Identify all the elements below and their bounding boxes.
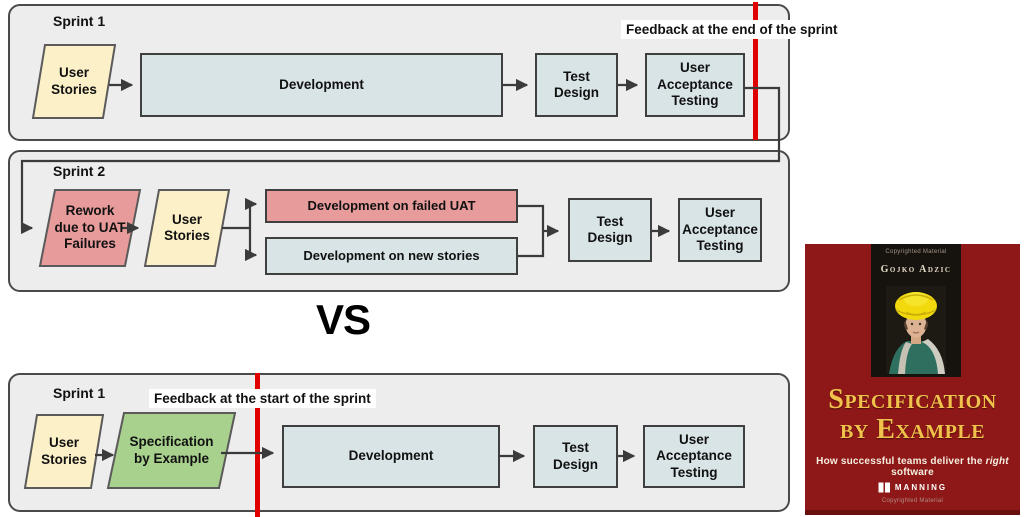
book-subtitle-suffix: software [891,467,934,478]
book-copyright-bottom: Copyrighted Material [881,498,944,504]
p1-test-design-box: Test Design [535,53,618,117]
book-author: Gojko Adzic [880,264,952,275]
p1-uat-box: User Acceptance Testing [645,53,745,117]
p1-development-box: Development [140,53,503,117]
p3-development-box: Development [282,425,500,488]
book-publisher-row: MANNING [805,482,1020,493]
p3-test-design-box: Test Design [533,425,618,488]
p2-dev-new-stories-box: Development on new stories [265,237,518,275]
book-subtitle-emphasis: right [985,456,1009,467]
p1-sprint-title: Sprint 1 [53,13,106,29]
book-portrait-image [886,286,946,374]
vs-label: VS [316,296,371,343]
book-title-line2: by Example [839,414,986,445]
book-cover-top-panel: Copyrighted Material Gojko Adzic [871,244,961,377]
feedback-end-label: Feedback at the end of the sprint [621,20,843,39]
book-publisher-name: MANNING [894,483,948,492]
p3-uat-box: User Acceptance Testing [643,425,745,488]
book-title-line1: Specification [828,384,997,415]
p2-test-design-box: Test Design [568,198,652,262]
p2-uat-box: User Acceptance Testing [678,198,762,262]
book-subtitle-prefix: How successful teams deliver the [816,456,986,467]
feedback-start-red-line [255,373,260,517]
feedback-start-label: Feedback at the start of the sprint [149,389,376,408]
book-copyright-top: Copyrighted Material [885,249,947,255]
book-bottom-edge [805,510,1020,515]
p2-sprint-title: Sprint 2 [53,163,106,179]
p3-sprint-title: Sprint 1 [53,385,106,401]
book-subtitle: How successful teams deliver the right s… [805,456,1020,478]
p2-dev-failed-uat-box: Development on failed UAT [265,189,518,223]
manning-logo-icon [878,482,890,493]
feedback-end-red-line [753,2,758,140]
book-cover: Copyrighted Material Gojko Adzic [805,244,1020,515]
